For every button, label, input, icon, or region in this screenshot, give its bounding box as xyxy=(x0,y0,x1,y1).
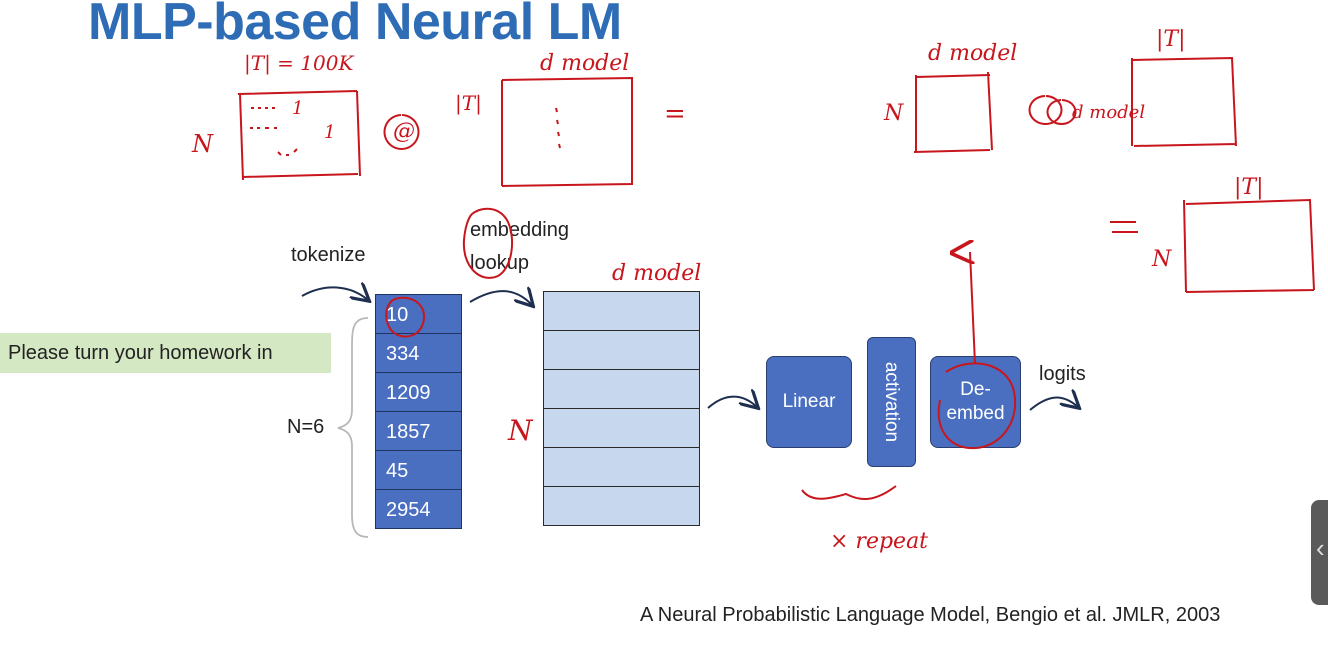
deembed-circle xyxy=(937,362,1017,450)
dmodel-annotation-top: d model xyxy=(540,51,629,76)
repeat-brace xyxy=(801,485,897,500)
embedding-row xyxy=(543,369,700,409)
one-annotation-1: 1 xyxy=(292,98,303,119)
embedding-circle xyxy=(462,207,514,279)
tokenize-label: tokenize xyxy=(291,244,366,266)
t-annotation-result: |T| xyxy=(1234,175,1264,200)
matmul-circle-right xyxy=(1028,95,1077,125)
token-10-circle xyxy=(385,296,426,338)
repeat-annotation: × repeat xyxy=(830,529,928,554)
n-annotation-right: N xyxy=(883,101,904,126)
logits-label: logits xyxy=(1039,363,1086,385)
embedding-row xyxy=(543,447,700,487)
n-annotation-embedding: N xyxy=(507,414,534,447)
dmodel-matrix-sketch xyxy=(501,76,633,187)
deembed-label-line2: embed xyxy=(946,403,1005,424)
n-annotation-left: N xyxy=(191,130,214,158)
matmul-symbol-top: @ xyxy=(393,119,415,144)
token-id-column: 10 334 1209 1857 45 2954 xyxy=(375,294,462,529)
dmodel-annotation-embedding: d model xyxy=(612,261,701,286)
tokenize-arrow xyxy=(301,287,368,300)
embedding-label: embedding xyxy=(470,219,569,241)
dmodel-annotation-right: d model xyxy=(928,41,1017,66)
n-equals-label: N=6 xyxy=(287,416,325,438)
deembed-up-arrow xyxy=(970,252,976,365)
token-id-cell: 334 xyxy=(375,333,462,373)
equals-annotation-top: = xyxy=(664,99,686,129)
linear-label: Linear xyxy=(782,391,836,412)
token-id-cell: 1857 xyxy=(375,411,462,451)
embedding-matrix xyxy=(543,291,700,526)
n-by-dmodel-sketch xyxy=(913,71,993,153)
to-linear-arrow xyxy=(707,397,757,408)
t-annotation-top: |T| xyxy=(455,91,482,116)
chevron-left-icon: ‹ xyxy=(1316,533,1325,563)
citation: A Neural Probabilistic Language Model, B… xyxy=(640,604,1221,626)
equals-right xyxy=(1110,221,1138,233)
logits-arrow xyxy=(1029,398,1078,411)
slide-title: MLP-based Neural LM xyxy=(88,0,622,51)
one-annotation-2: 1 xyxy=(324,122,335,143)
embedding-row xyxy=(543,486,700,526)
n-annotation-result: N xyxy=(1151,247,1172,272)
embedding-row xyxy=(543,291,700,331)
token-id-cell: 1209 xyxy=(375,372,462,412)
side-panel-tab[interactable] xyxy=(1311,500,1328,605)
dmodel-by-t-sketch xyxy=(1131,56,1237,147)
activation-block: activation xyxy=(867,337,916,467)
dmodel-annotation-mid: d model xyxy=(1072,102,1145,123)
vertical-dots-sketch xyxy=(555,107,561,149)
token-id-cell: 2954 xyxy=(375,489,462,529)
token-id-cell: 45 xyxy=(375,450,462,490)
input-sentence: Please turn your homework in xyxy=(0,333,331,373)
onehot-matrix-sketch xyxy=(237,90,361,181)
t-annotation-right: |T| xyxy=(1156,27,1186,52)
deembed-label-line1: De- xyxy=(960,379,991,400)
n-by-t-sketch xyxy=(1183,198,1315,293)
dots-sketch xyxy=(250,107,298,156)
matmul-circle-top xyxy=(383,114,420,150)
vocab-size-annotation: |T| = 100K xyxy=(244,51,354,76)
lookup-arrow xyxy=(469,291,532,305)
linear-block: Linear xyxy=(766,356,852,448)
lookup-label: lookup xyxy=(470,252,529,274)
n-brace xyxy=(337,317,369,538)
